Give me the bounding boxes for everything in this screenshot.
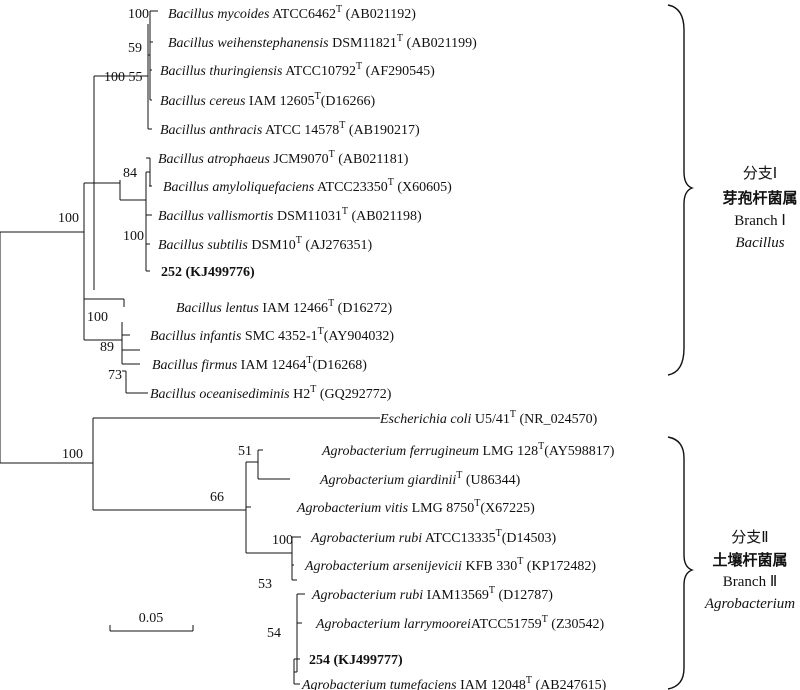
bootstrap-value: 100 (87, 310, 108, 325)
scale-bar-label: 0.05 (139, 611, 164, 626)
bootstrap-value: 100 55 (104, 70, 143, 85)
isolate-label: 252 (KJ499776) (161, 265, 255, 280)
branch-2-cn: 分支Ⅱ (731, 529, 768, 546)
isolate-label: 254 (KJ499777) (309, 653, 403, 668)
bootstrap-value: 100 (123, 229, 144, 244)
scale-bar: 0.05 (109, 611, 194, 632)
taxon-label: Bacillus mycoides ATCC6462T (AB021192) (168, 4, 416, 22)
bootstrap-value: 100 (58, 211, 79, 226)
branch-2-genus-cn: 土壤杆菌属 (712, 551, 787, 569)
branch-1-name: Branch Ⅰ (734, 213, 786, 229)
branch-1-genus: Bacillus (735, 235, 784, 251)
taxon-label: Bacillus infantis SMC 4352-1T(AY904032) (150, 326, 394, 344)
branch-1-genus-cn: 芽孢杆菌属 (722, 189, 797, 207)
tree-branches (0, 10, 380, 685)
scale-bar-line (109, 625, 194, 632)
taxon-label: Agrobacterium larrymooreiATCC51759T (Z30… (315, 614, 605, 632)
taxon-label: Bacillus lentus IAM 12466T (D16272) (176, 298, 392, 316)
taxon-label: Bacillus cereus IAM 12605T(D16266) (160, 91, 376, 109)
bootstrap-values: 100 59 100 55 84 100 100 89 73 100 51 10… (58, 7, 293, 641)
branch-1-cn: 分支Ⅰ (743, 165, 777, 182)
branch-2-brace (667, 436, 694, 690)
bootstrap-value: 51 (238, 444, 252, 459)
taxon-label: Bacillus subtilis DSM10T (AJ276351) (158, 235, 373, 253)
taxon-label: Bacillus vallismortis DSM11031T (AB02119… (158, 206, 422, 224)
taxon-labels: Bacillus mycoides ATCC6462T (AB021192) Ba… (150, 4, 615, 690)
bootstrap-value: 59 (128, 41, 142, 56)
taxon-label: Bacillus weihenstephanensis DSM11821T (A… (168, 33, 477, 51)
taxon-label: Agrobacterium rubi IAM13569T (D12787) (311, 585, 553, 603)
branch-2-name: Branch Ⅱ (723, 574, 777, 590)
bootstrap-value: 100 (62, 447, 83, 462)
branch-1-label: 分支Ⅰ 芽孢杆菌属 Branch Ⅰ Bacillus (722, 165, 797, 251)
bootstrap-value: 54 (267, 626, 281, 641)
taxon-label: Agrobacterium rubi ATCC13335T(D14503) (310, 528, 556, 546)
branch-2-label: 分支Ⅱ 土壤杆菌属 Branch Ⅱ Agrobacterium (704, 529, 795, 612)
taxon-label: Bacillus thuringiensis ATCC10792T (AF290… (160, 61, 435, 79)
bootstrap-value: 73 (108, 368, 122, 383)
taxon-label: Agrobacterium arsenijevicii KFB 330T (KP… (304, 556, 596, 574)
taxon-label: Agrobacterium tumefaciens IAM 12048T (AB… (301, 675, 607, 690)
taxon-label: Bacillus oceanisediminis H2T (GQ292772) (150, 384, 392, 402)
bootstrap-value: 100 (272, 533, 293, 548)
taxon-label: Bacillus firmus IAM 12464T(D16268) (152, 355, 367, 373)
taxon-label: Bacillus amyloliquefaciens ATCC23350T (X… (163, 177, 452, 195)
taxon-label: Agrobacterium vitis LMG 8750T(X67225) (296, 498, 535, 516)
taxon-label: Escherichia coli U5/41T (NR_024570) (379, 409, 598, 427)
bootstrap-value: 100 (128, 7, 149, 22)
taxon-label: Agrobacterium ferrugineum LMG 128T(AY598… (321, 441, 615, 459)
bootstrap-value: 89 (100, 340, 114, 355)
taxon-label: Bacillus atrophaeus JCM9070T (AB021181) (158, 149, 409, 167)
bootstrap-value: 66 (210, 490, 224, 505)
bootstrap-value: 84 (123, 166, 137, 181)
taxon-label: Agrobacterium giardiniiT (U86344) (319, 470, 521, 488)
bootstrap-value: 53 (258, 577, 272, 592)
taxon-label: Bacillus anthracis ATCC 14578T (AB190217… (160, 120, 420, 138)
branch-1-brace (667, 4, 694, 376)
branch-2-genus: Agrobacterium (704, 596, 795, 612)
